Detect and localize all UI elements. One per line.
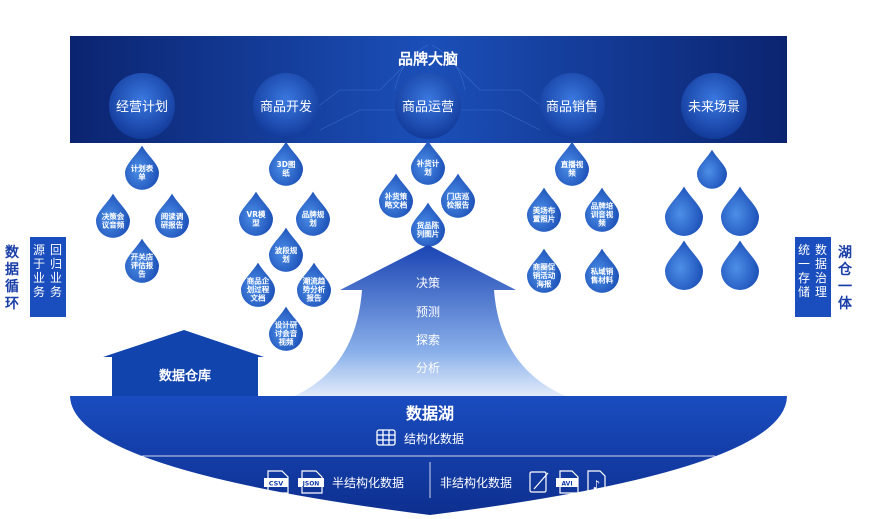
drop-sales-3-label: 商圈促销活动海报 — [533, 262, 556, 289]
drop-ops-1 — [379, 173, 413, 218]
arrow-label-predict: 预测 — [416, 305, 440, 319]
drop-plan-2-label: 阅读调研报告 — [161, 211, 184, 230]
drop-sales-3 — [527, 248, 561, 293]
drop-ops-0 — [411, 140, 445, 185]
brain-node-dev[interactable] — [253, 73, 319, 139]
drop-plan-3 — [125, 238, 159, 283]
brain-node-future-label: 未来场景 — [688, 100, 740, 115]
svg-text:♪: ♪ — [593, 478, 601, 492]
brain-title: 品牌大脑 — [398, 50, 458, 68]
drop-future-0 — [697, 149, 727, 189]
arrow-label-explore: 探索 — [416, 333, 440, 347]
drop-dev-6 — [269, 306, 303, 351]
drop-sales-1 — [527, 187, 561, 232]
insight-arrow — [290, 245, 570, 398]
avi-video-icon: AVI — [556, 470, 579, 494]
drop-ops-1-label: 补货策略文档 — [384, 191, 408, 210]
drop-dev-4-label: 商品企划过程文档 — [247, 276, 270, 303]
data-drops: 计划表单决策会议音频阅读调研报告开关店评估报告3D图纸VR模型品牌规划波段规划商… — [96, 140, 759, 351]
brain-node-ops-label: 商品运营 — [402, 100, 454, 115]
svg-text:CSV: CSV — [269, 480, 284, 488]
drop-dev-6-label: 设计研讨会音视频 — [275, 320, 298, 347]
drop-dev-3-label: 波段规划 — [275, 245, 298, 264]
edit-document-icon — [529, 471, 549, 493]
drop-dev-1 — [239, 191, 273, 236]
left-box-col-1: 回归业务 — [50, 243, 63, 299]
drop-ops-3-label: 货品陈列图片 — [416, 220, 440, 239]
music-file-icon: ♪ — [587, 470, 606, 494]
left-box-col-2: 源于业务 — [33, 243, 46, 299]
drop-plan-1-label: 决策会议音频 — [102, 211, 125, 230]
brain-node-plan-label: 经营计划 — [116, 100, 168, 115]
drop-sales-2-label: 品牌培训音视频 — [591, 201, 614, 228]
drop-plan-3-label: 开关店评估报告 — [131, 252, 154, 279]
drop-plan-0 — [125, 145, 159, 190]
lake-semi-label: 半结构化数据 — [332, 475, 404, 490]
right-side-panel: 湖 仓 一 体 — [837, 245, 857, 312]
left-side-title: 数 据 循 环 — [5, 244, 24, 312]
drop-sales-0 — [555, 141, 589, 186]
drop-dev-0 — [269, 141, 303, 186]
json-file-icon: JSON — [298, 470, 324, 494]
drop-dev-5-label: 潮流趋势分析报告 — [303, 276, 326, 303]
drop-dev-5 — [297, 262, 331, 307]
brain-node-future[interactable] — [681, 73, 747, 139]
drop-ops-2-label: 门店巡检报告 — [447, 191, 470, 210]
drop-sales-0-label: 直播视频 — [561, 159, 584, 178]
table-icon — [376, 429, 396, 446]
right-box-col-1: 数据治理 — [815, 243, 828, 299]
drop-future-2 — [721, 186, 759, 236]
arrow-label-decide: 决策 — [416, 276, 440, 290]
brain-node-plan[interactable] — [109, 73, 175, 139]
left-side-panel: 数 据 循 环 — [5, 244, 24, 312]
arrow-label-analyze: 分析 — [416, 361, 440, 375]
brain-node-ops[interactable] — [395, 73, 461, 139]
drop-dev-1-label: VR模型 — [246, 209, 266, 228]
right-side-title: 湖 仓 一 体 — [837, 245, 857, 312]
drop-ops-0-label: 补货计划 — [416, 158, 440, 177]
drop-ops-2 — [441, 173, 475, 218]
drop-plan-0-label: 计划表单 — [131, 163, 154, 182]
drop-dev-4 — [240, 262, 275, 307]
lake-title: 数据湖 — [406, 404, 454, 423]
drop-sales-1-label: 美场布置照片 — [533, 205, 556, 224]
lake-unstructured-label: 非结构化数据 — [440, 475, 512, 490]
drop-sales-4-label: 私域销售材料 — [590, 266, 614, 285]
right-box-col-2: 统一存储 — [798, 243, 811, 299]
drop-future-1 — [665, 186, 703, 236]
brain-node-sales-label: 商品销售 — [546, 99, 598, 115]
drop-dev-3 — [269, 227, 303, 272]
brain-node-dev-label: 商品开发 — [260, 99, 312, 115]
right-side-box: 数据治理 统一存储 — [795, 237, 831, 317]
drop-dev-0-label: 3D图纸 — [277, 160, 296, 178]
drop-plan-1 — [96, 193, 130, 238]
drop-sales-2 — [585, 187, 619, 232]
drop-future-3 — [665, 240, 703, 290]
csv-file-icon: CSV — [264, 470, 289, 494]
drop-dev-2 — [296, 191, 330, 236]
arrow-labels: 决策 预测 探索 分析 — [416, 276, 440, 375]
drop-ops-3 — [411, 202, 445, 247]
svg-text:JSON: JSON — [302, 481, 320, 488]
brain-node-sales[interactable] — [539, 73, 605, 139]
brain-nodes: 经营计划 商品开发 商品运营 商品销售 未来场景 — [109, 73, 747, 139]
warehouse-label: 数据仓库 — [159, 368, 211, 384]
drop-sales-4 — [585, 248, 619, 293]
svg-text:AVI: AVI — [561, 481, 572, 488]
drop-plan-2 — [155, 193, 189, 238]
lake-structured-label: 结构化数据 — [404, 431, 464, 446]
drop-future-4 — [721, 240, 759, 290]
drop-dev-2-label: 品牌规划 — [302, 209, 325, 228]
data-warehouse — [103, 330, 264, 398]
left-side-box: 回归业务 源于业务 — [30, 237, 66, 317]
